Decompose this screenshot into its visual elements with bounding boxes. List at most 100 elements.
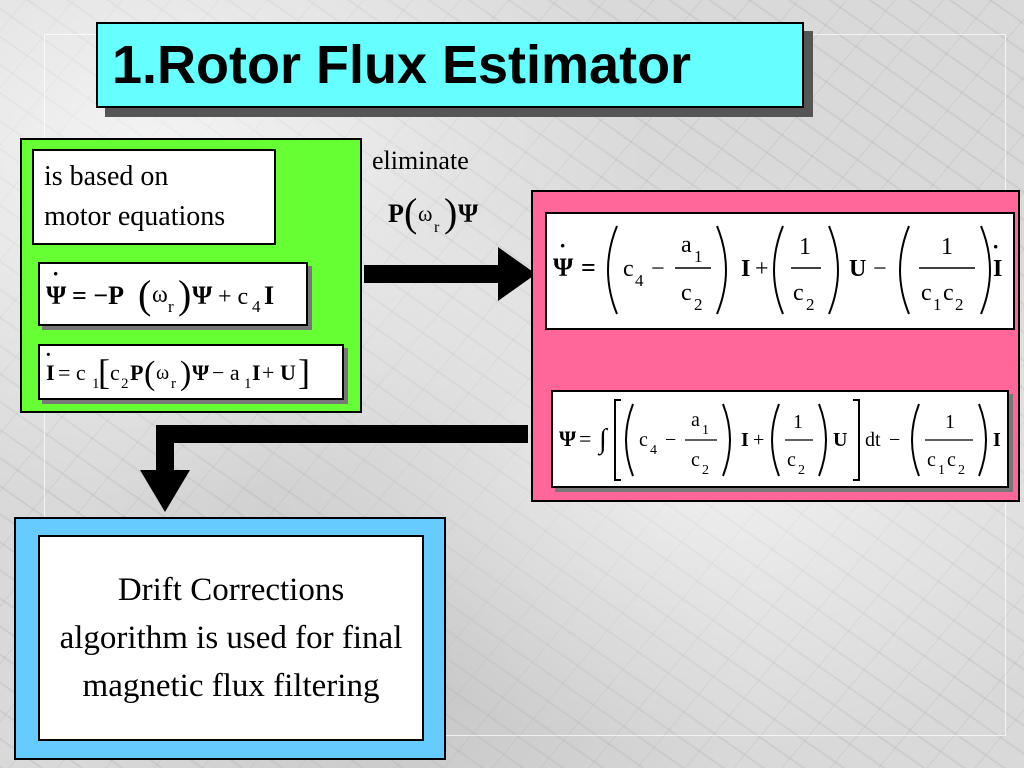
svg-text:+ c: + c [218, 284, 248, 310]
svg-text:+: + [753, 429, 764, 451]
drift-correction-text: Drift Corrections algorithm is used for … [59, 572, 403, 704]
svg-text:I: I [46, 360, 55, 385]
svg-text:Ψ: Ψ [192, 360, 210, 385]
svg-text:4: 4 [252, 297, 261, 316]
svg-text:·: · [992, 234, 999, 259]
svg-text:(: ( [404, 190, 417, 235]
svg-text:P: P [388, 199, 404, 228]
drift-correction-box: Drift Corrections algorithm is used for … [38, 535, 424, 741]
svg-text:=: = [579, 426, 591, 451]
svg-text:c: c [787, 449, 796, 471]
svg-text:I: I [993, 256, 1002, 282]
svg-text:c: c [681, 280, 692, 306]
svg-text:I: I [993, 429, 1001, 451]
svg-text:=: = [581, 253, 596, 282]
svg-text:−: − [651, 256, 665, 282]
svg-text:c: c [691, 449, 700, 471]
svg-text:+: + [262, 360, 274, 385]
svg-text:(: ( [144, 355, 155, 392]
svg-text:): ) [178, 272, 191, 317]
svg-text:1: 1 [793, 411, 803, 433]
svg-text:−: − [889, 429, 900, 451]
svg-text:c: c [623, 256, 634, 282]
svg-text:1: 1 [694, 247, 703, 266]
svg-text:1: 1 [799, 234, 811, 260]
svg-text:I: I [264, 281, 274, 310]
flux-integral-formula: Ψ = ∫ c 4 − a 1 c 2 I + 1 c 2 U dt − [559, 399, 1001, 481]
svg-text:Ψ: Ψ [559, 426, 577, 451]
current-derivative-formula: I · = c 1 [ c 2 P ( ω r ) Ψ − a 1 I + U … [45, 344, 310, 392]
arrow-to-drift-panel [140, 425, 528, 512]
svg-text:U: U [280, 360, 296, 385]
svg-text:ω: ω [418, 201, 432, 226]
svg-text:c: c [639, 429, 648, 451]
svg-text:1: 1 [702, 423, 709, 438]
svg-text:2: 2 [958, 463, 965, 478]
flux-estimation-panel: Ψ · = c 4 − a 1 c 2 I + 1 c 2 U − 1 [531, 190, 1020, 502]
svg-text:]: ] [298, 352, 310, 392]
svg-text:): ) [180, 355, 191, 392]
svg-text:2: 2 [694, 295, 703, 314]
svg-text:1: 1 [938, 463, 945, 478]
svg-text:I: I [252, 360, 261, 385]
svg-text:I: I [741, 429, 749, 451]
svg-text:c: c [921, 280, 932, 306]
svg-text:1: 1 [933, 295, 942, 314]
svg-text:2: 2 [702, 463, 709, 478]
svg-text:Ψ: Ψ [553, 253, 574, 282]
flux-derivative-without-speed-equation: Ψ · = c 4 − a 1 c 2 I + 1 c 2 U − 1 [545, 212, 1015, 330]
svg-text:U: U [833, 429, 847, 451]
svg-text:dt: dt [865, 429, 881, 451]
svg-text:r: r [168, 297, 174, 316]
svg-text:ω: ω [156, 362, 169, 384]
svg-text:r: r [171, 376, 176, 392]
svg-text:− a: − a [212, 360, 240, 385]
eliminated-term-formula: P ( ω r ) Ψ [388, 190, 479, 236]
svg-text:−: − [873, 256, 887, 282]
svg-text:a: a [691, 409, 700, 431]
svg-text:·: · [45, 346, 52, 366]
svg-text:I: I [741, 256, 750, 282]
svg-text:c: c [947, 449, 956, 471]
flux-derivative-without-speed-formula: Ψ · = c 4 − a 1 c 2 I + 1 c 2 U − 1 [553, 225, 1002, 315]
description-box: is based on motor equations [32, 149, 276, 245]
svg-text:= c: = c [58, 360, 86, 385]
page-title: 1.Rotor Flux Estimator [112, 35, 692, 95]
eliminate-label: eliminate [372, 146, 469, 175]
svg-text:2: 2 [955, 295, 964, 314]
svg-text:[: [ [98, 352, 110, 392]
svg-text:r: r [434, 219, 440, 236]
svg-text:c: c [927, 449, 936, 471]
svg-text:2: 2 [798, 463, 805, 478]
svg-text:1: 1 [92, 376, 100, 392]
svg-text:Ψ: Ψ [46, 281, 67, 310]
svg-text:c: c [793, 280, 804, 306]
svg-text:4: 4 [635, 271, 644, 290]
drift-correction-panel: Drift Corrections algorithm is used for … [14, 517, 446, 760]
description-line-1: is based on [44, 161, 169, 192]
svg-text:): ) [444, 190, 457, 235]
flux-derivative-formula: Ψ · = −P ( ω r ) Ψ + c 4 I [46, 261, 274, 317]
svg-text:1: 1 [244, 376, 252, 392]
svg-text:1: 1 [941, 234, 953, 260]
svg-text:= −P: = −P [72, 281, 124, 310]
svg-text:·: · [559, 233, 566, 258]
description-line-2: motor equations [44, 201, 226, 232]
flux-integral-equation: Ψ = ∫ c 4 − a 1 c 2 I + 1 c 2 U dt − [551, 390, 1009, 488]
svg-text:·: · [52, 264, 59, 286]
title-box: 1.Rotor Flux Estimator [96, 22, 804, 108]
svg-text:Ψ: Ψ [192, 281, 213, 310]
arrow-to-pink-panel [364, 247, 536, 301]
svg-text:∫: ∫ [597, 424, 609, 456]
svg-text:(: ( [138, 272, 151, 317]
svg-text:c: c [943, 280, 954, 306]
svg-text:1: 1 [945, 411, 955, 433]
flux-derivative-equation: Ψ · = −P ( ω r ) Ψ + c 4 I [38, 261, 308, 326]
svg-text:ω: ω [152, 282, 168, 308]
svg-text:c: c [110, 360, 120, 385]
svg-text:4: 4 [650, 443, 657, 458]
svg-text:2: 2 [121, 376, 129, 392]
svg-text:2: 2 [806, 295, 815, 314]
svg-text:a: a [681, 232, 692, 258]
